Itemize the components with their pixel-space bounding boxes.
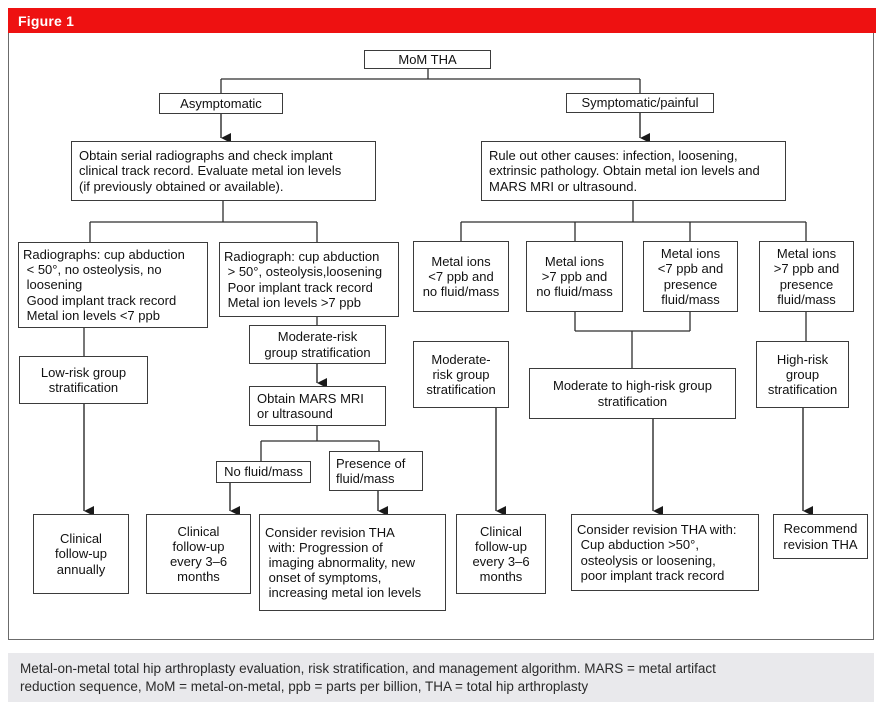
node-presence-of-fluid-mass: Presence of fluid/mass xyxy=(329,451,423,491)
node-radiograph-high-risk-criteria: Radiograph: cup abduction > 50°, osteoly… xyxy=(219,242,399,317)
node-moderate-risk-stratification-right: Moderate- risk group stratification xyxy=(413,341,509,408)
plain-wires xyxy=(83,69,807,461)
node-ions-gt7-fluid: Metal ions >7 ppb and presence fluid/mas… xyxy=(759,241,854,312)
node-recommend-revision-tha: Recommend revision THA xyxy=(773,514,868,559)
node-clinical-follow-up-3-6-left: Clinical follow-up every 3–6 months xyxy=(146,514,251,594)
node-obtain-serial-radiographs: Obtain serial radiographs and check impl… xyxy=(71,141,376,201)
node-clinical-follow-up-3-6-right: Clinical follow-up every 3–6 months xyxy=(456,514,546,594)
node-mom-tha: MoM THA xyxy=(364,50,491,69)
node-radiographs-low-risk-criteria: Radiographs: cup abduction < 50°, no ost… xyxy=(18,242,208,328)
node-moderate-to-high-risk-stratification: Moderate to high-risk group stratificati… xyxy=(529,368,736,419)
node-high-risk-stratification: High-risk group stratification xyxy=(756,341,849,408)
node-obtain-mars-mri: Obtain MARS MRI or ultrasound xyxy=(249,386,386,426)
node-ions-lt7-fluid: Metal ions <7 ppb and presence fluid/mas… xyxy=(643,241,738,312)
node-clinical-follow-up-annually: Clinical follow-up annually xyxy=(33,514,129,594)
flowchart-canvas: MoM THA Asymptomatic Symptomatic/painful… xyxy=(9,34,873,638)
node-low-risk-stratification: Low-risk group stratification xyxy=(19,356,148,404)
node-asymptomatic: Asymptomatic xyxy=(159,93,283,114)
node-rule-out-other-causes: Rule out other causes: infection, loosen… xyxy=(481,141,786,201)
node-ions-gt7-no-fluid: Metal ions >7 ppb and no fluid/mass xyxy=(526,241,623,312)
figure-caption: Metal-on-metal total hip arthroplasty ev… xyxy=(8,653,874,702)
node-moderate-risk-stratification: Moderate-risk group stratification xyxy=(249,325,386,364)
flow-connectors xyxy=(83,69,813,516)
arrow-wires xyxy=(83,113,813,516)
figure-frame: Figure 1 xyxy=(8,8,876,640)
node-ions-lt7-no-fluid: Metal ions <7 ppb and no fluid/mass xyxy=(413,241,509,312)
node-no-fluid-mass: No fluid/mass xyxy=(216,461,311,483)
node-symptomatic-painful: Symptomatic/painful xyxy=(566,93,714,113)
figure-label: Figure 1 xyxy=(18,12,75,29)
figure-header-bar: Figure 1 xyxy=(8,8,876,33)
node-consider-revision-tha-progression: Consider revision THA with: Progression … xyxy=(259,514,446,611)
node-consider-revision-tha-cup: Consider revision THA with: Cup abductio… xyxy=(571,514,759,591)
